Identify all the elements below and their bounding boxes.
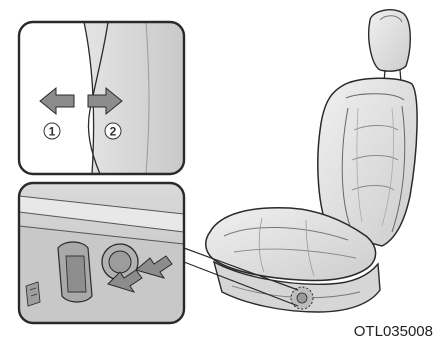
figure-code: OTL035008 [354,323,433,340]
seat-headrest [369,10,411,71]
top-inset-panel: 1 2 [19,22,184,174]
bottom-inset-panel [19,183,184,323]
callout-number-1: 1 [49,125,56,139]
car-seat-illustration [206,10,417,312]
callout-number-2: 2 [110,125,117,139]
